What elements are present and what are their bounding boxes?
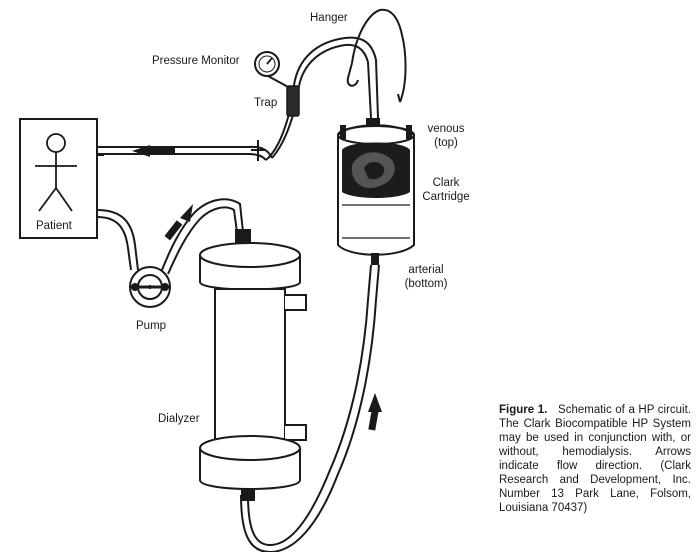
dialyzer-label: Dialyzer [158,413,200,425]
clark-cartridge [337,118,415,265]
patient-to-pump-line [96,209,139,271]
pressure-monitor-label: Pressure Monitor [152,55,240,67]
figure-caption: Figure 1. Schematic of a HP circuit. The… [499,403,691,515]
pressure-gauge-icon [254,51,291,89]
clark-cartridge-label: Clark Cartridge [416,176,476,204]
hanger-label: Hanger [310,12,348,24]
figure-caption-text: Schematic of a HP circuit. The Clark Bio… [499,404,691,514]
flow-arrow-icon [132,145,175,157]
venous-label-line1: venous [427,123,465,135]
figure-caption-label: Figure 1. [499,404,548,416]
roller-pump-icon [129,266,171,308]
arterial-line [240,264,380,552]
arterial-label: arterial (bottom) [398,263,454,291]
dialyzer [199,229,307,501]
trap-label: Trap [254,97,278,109]
pump-to-dialyzer-line [161,198,244,275]
pump-label: Pump [136,320,167,332]
hanger [346,8,407,103]
flow-arrow-icon [164,204,193,241]
patient-stick-figure-icon [35,133,77,212]
patient-label: Patient [36,220,72,232]
trap [286,85,300,117]
trap-line [265,36,379,161]
patient-box [19,118,104,239]
venous-label: venous (top) [423,122,469,150]
flow-arrow-icon [368,393,382,431]
return-line [97,140,273,161]
clark-cartridge-label-line2: Cartridge [422,191,470,203]
arterial-label-line1: arterial [408,264,444,276]
venous-label-line2: (top) [434,137,458,149]
clark-cartridge-label-line1: Clark [432,177,460,189]
arterial-label-line2: (bottom) [404,278,448,290]
